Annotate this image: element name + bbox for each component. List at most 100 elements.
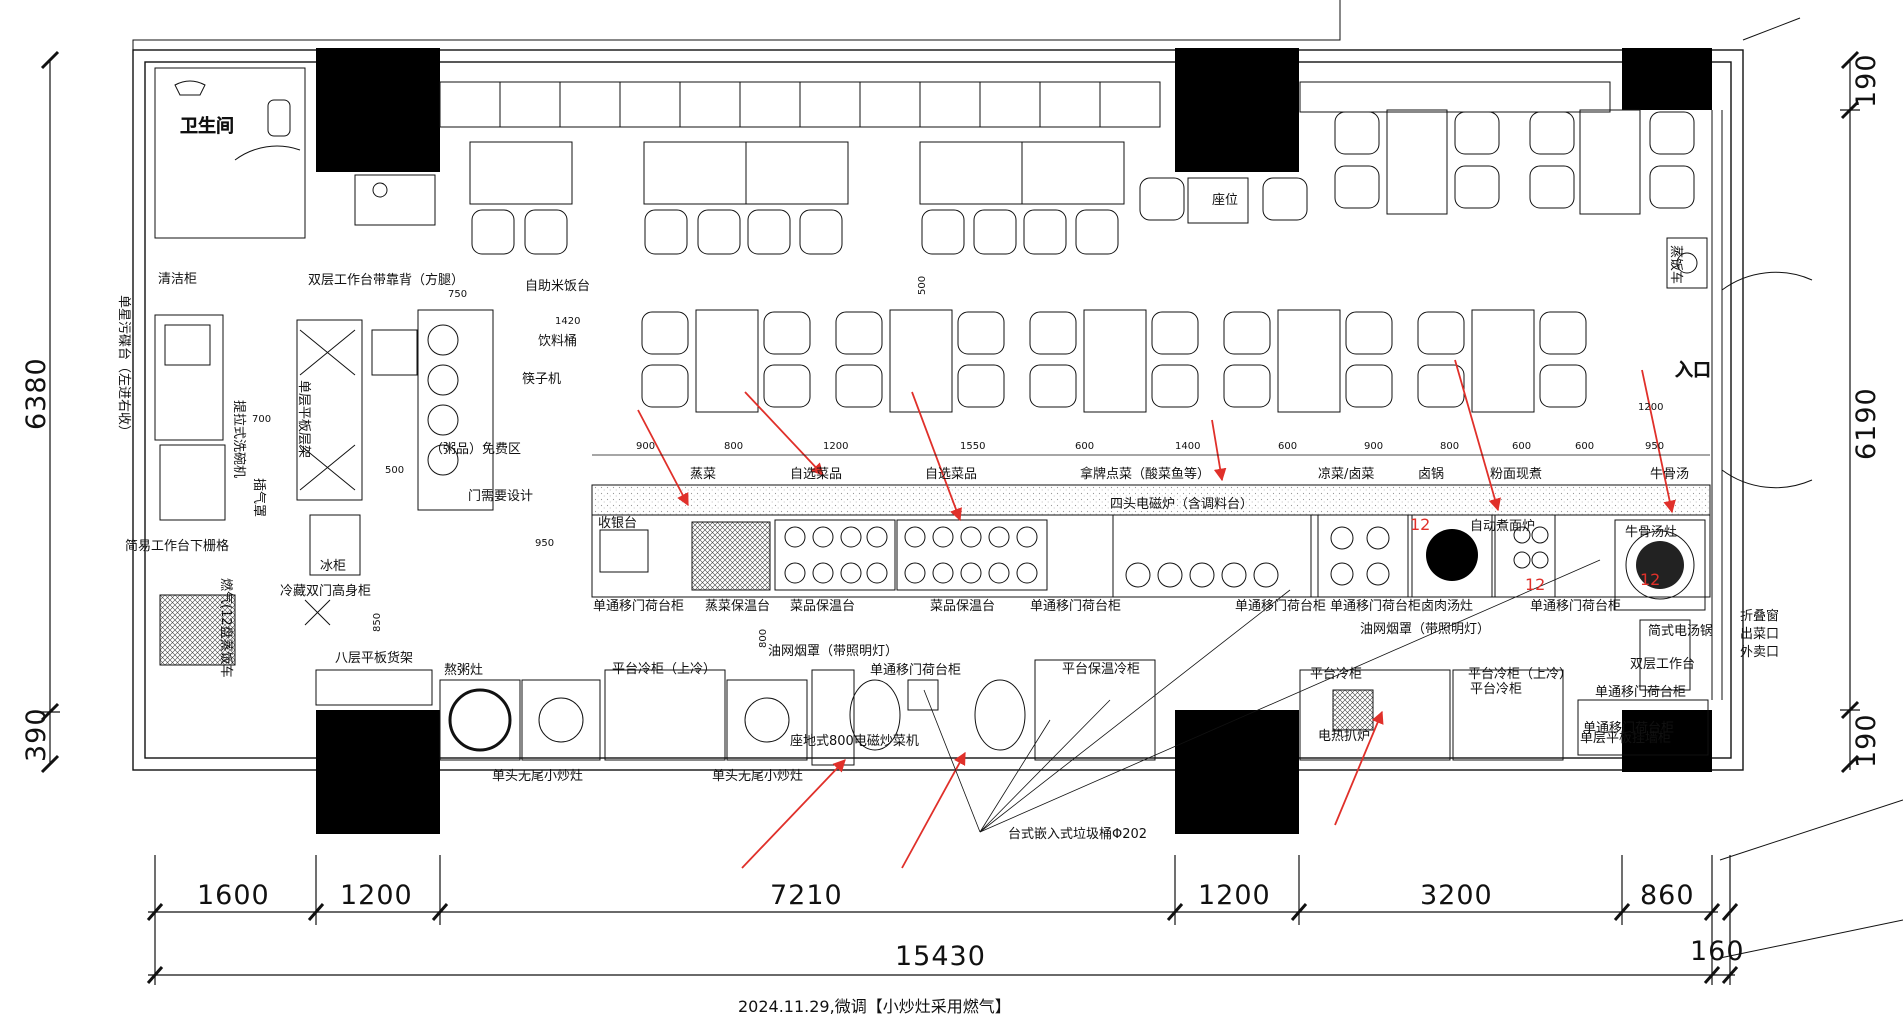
dim-6190: 6190 xyxy=(1851,387,1882,460)
lbl-chopsticks: 筷子机 xyxy=(522,371,561,387)
lbl-pass-out2: 外卖口 xyxy=(1740,645,1779,660)
sdim-1200: 1200 xyxy=(1638,402,1663,413)
dim-390: 390 xyxy=(21,707,52,762)
sdim-1420: 1420 xyxy=(555,316,580,327)
dim-160: 160 xyxy=(1690,936,1745,967)
sp-4: 600 xyxy=(1075,441,1094,452)
station-1: 自选菜品 xyxy=(790,467,842,482)
lbl-tableware: 四头电磁炉（含调料台） xyxy=(1110,496,1253,512)
leader-lines xyxy=(923,559,1601,833)
service-counter xyxy=(591,484,1711,611)
left-kitchen-equipment xyxy=(154,309,494,666)
lbl-cab7: 单通移门荷台柜 xyxy=(1595,685,1686,700)
equipment-labels: 清洁柜 单星污碟台（左进右收） 双层工作台带靠背（方腿） 自助米饭台 饮料桶 筷… xyxy=(116,245,1779,842)
toilet-room: 卫生间 xyxy=(154,67,436,239)
station-6: 粉面现煮 xyxy=(1490,467,1542,482)
lbl-grill: 电热扒炉 xyxy=(1318,729,1370,744)
back-kitchen-equipment xyxy=(315,619,1709,766)
dim-3200: 3200 xyxy=(1420,880,1493,911)
lbl-flat-fridge1: 平台冷柜（上冷） xyxy=(612,662,716,677)
dim-860: 860 xyxy=(1640,880,1695,911)
lbl-cab3: 单通移门荷台柜 xyxy=(1235,599,1326,614)
lbl-steam-warm: 蒸菜保温台 xyxy=(705,599,770,614)
toilet-label: 卫生间 xyxy=(180,116,234,137)
lbl-sink2: 双层工作台 xyxy=(1630,657,1695,672)
lbl-single-stove1: 单头无尾小炒灶 xyxy=(492,769,583,784)
lbl-flat-fridge3: 平台冷柜 xyxy=(1310,667,1362,682)
sp-1: 800 xyxy=(724,441,743,452)
lbl-single-stove2: 单头无尾小炒灶 xyxy=(712,769,803,784)
sp-7: 900 xyxy=(1364,441,1383,452)
dining-tables xyxy=(469,109,1641,413)
sdim-800: 800 xyxy=(758,629,769,648)
chairs xyxy=(471,111,1695,408)
lbl-gas: 燃气(12盘蒸饭车 xyxy=(218,578,234,678)
small-dimensions: 1420 750 700 500 950 500 850 800 1200 xyxy=(252,276,1663,648)
lbl-electric-soup: 简式电汤锅 xyxy=(1648,623,1713,639)
sp-6: 600 xyxy=(1278,441,1297,452)
station-3: 拿牌点菜（酸菜鱼等） xyxy=(1080,466,1210,482)
annotation-arrows xyxy=(637,359,1676,869)
dim-7210: 7210 xyxy=(770,880,843,911)
station-5: 卤锅 xyxy=(1418,466,1444,482)
sdim-750: 750 xyxy=(448,289,467,300)
lbl-cab1: 单通移门荷台柜 xyxy=(593,599,684,614)
lbl-mark-12a: 12 xyxy=(1410,515,1430,534)
lbl-cashier: 收银台 xyxy=(598,516,637,531)
lbl-mark-12b: 12 xyxy=(1525,575,1545,594)
dim-6380: 6380 xyxy=(21,357,52,430)
dim-190-top: 190 xyxy=(1851,53,1882,108)
entrance-label: 入口 xyxy=(1675,360,1711,381)
lbl-hot-cab: 单层平板挂墙柜 xyxy=(1580,731,1671,746)
warming-wells xyxy=(784,526,1549,588)
lbl-exhaust: 插气罩 xyxy=(251,478,267,517)
lbl-cab6: 单通移门荷台柜 xyxy=(870,663,961,678)
lbl-dish-warm2: 菜品保温台 xyxy=(930,599,995,614)
station-4: 凉菜/卤菜 xyxy=(1318,466,1374,482)
sdim-950: 950 xyxy=(535,538,554,549)
lbl-rice-cart: 蒸饭车 xyxy=(1668,245,1684,284)
lbl-shelf8: 八层平板货架 xyxy=(335,650,413,666)
dimension-ticks xyxy=(40,50,1860,984)
lbl-rice: 自助米饭台 xyxy=(525,279,590,294)
lbl-dish-table: 单星污碟台（左进右收） xyxy=(116,295,131,438)
station-7: 牛骨汤 xyxy=(1650,467,1689,482)
dim-1200-b: 1200 xyxy=(1198,880,1271,911)
sp-0: 900 xyxy=(636,441,655,452)
sdim-500: 500 xyxy=(385,465,404,476)
outer-walls xyxy=(132,0,1903,959)
seating-counter-top xyxy=(439,81,1611,128)
seat-label: 座位 xyxy=(1212,193,1238,208)
spacing-labels: 900 800 1200 1550 600 1400 600 900 800 6… xyxy=(592,441,1710,456)
dimension-lines xyxy=(40,60,1860,985)
lbl-double-bench: 双层工作台带靠背（方腿） xyxy=(308,272,464,288)
sdim-500b: 500 xyxy=(917,276,928,295)
lbl-soup-stove: 牛骨汤灶 xyxy=(1625,525,1677,540)
dim-190-bottom: 190 xyxy=(1851,713,1882,768)
lbl-cab5: 单通移门荷台柜 xyxy=(1530,599,1621,614)
lbl-porridge: 熬粥灶 xyxy=(444,662,483,678)
sp-5: 1400 xyxy=(1175,441,1200,452)
entrance-doors: 入口 xyxy=(1666,110,1813,700)
station-0: 蒸菜 xyxy=(690,467,716,482)
sp-11: 950 xyxy=(1645,441,1664,452)
lbl-hood2: 油网烟罩（带照明灯） xyxy=(1360,622,1490,637)
sp-8: 800 xyxy=(1440,441,1459,452)
lbl-cab8: 单通移门荷台柜 xyxy=(1583,721,1674,736)
station-2: 自选菜品 xyxy=(925,467,977,482)
lbl-clean: 清洁柜 xyxy=(158,272,197,287)
sp-3: 1550 xyxy=(960,441,985,452)
dim-1600: 1600 xyxy=(197,880,270,911)
lbl-flat-fridge5: 平台保温冷柜 xyxy=(1062,662,1140,677)
lbl-pass-out: 出菜口 xyxy=(1740,627,1779,642)
lbl-ice: 冰柜 xyxy=(320,559,346,574)
sp-10: 600 xyxy=(1575,441,1594,452)
lbl-fridge-2door: 冷藏双门高身柜 xyxy=(280,583,371,599)
lbl-dish-warm1: 菜品保温台 xyxy=(790,599,855,614)
sp-9: 600 xyxy=(1512,441,1531,452)
lbl-door-note: 门需要设计 xyxy=(468,489,533,504)
lbl-fold-window: 折叠窗 xyxy=(1740,608,1779,624)
sdim-850: 850 xyxy=(372,613,383,632)
lbl-drink: 饮料桶 xyxy=(538,334,577,349)
